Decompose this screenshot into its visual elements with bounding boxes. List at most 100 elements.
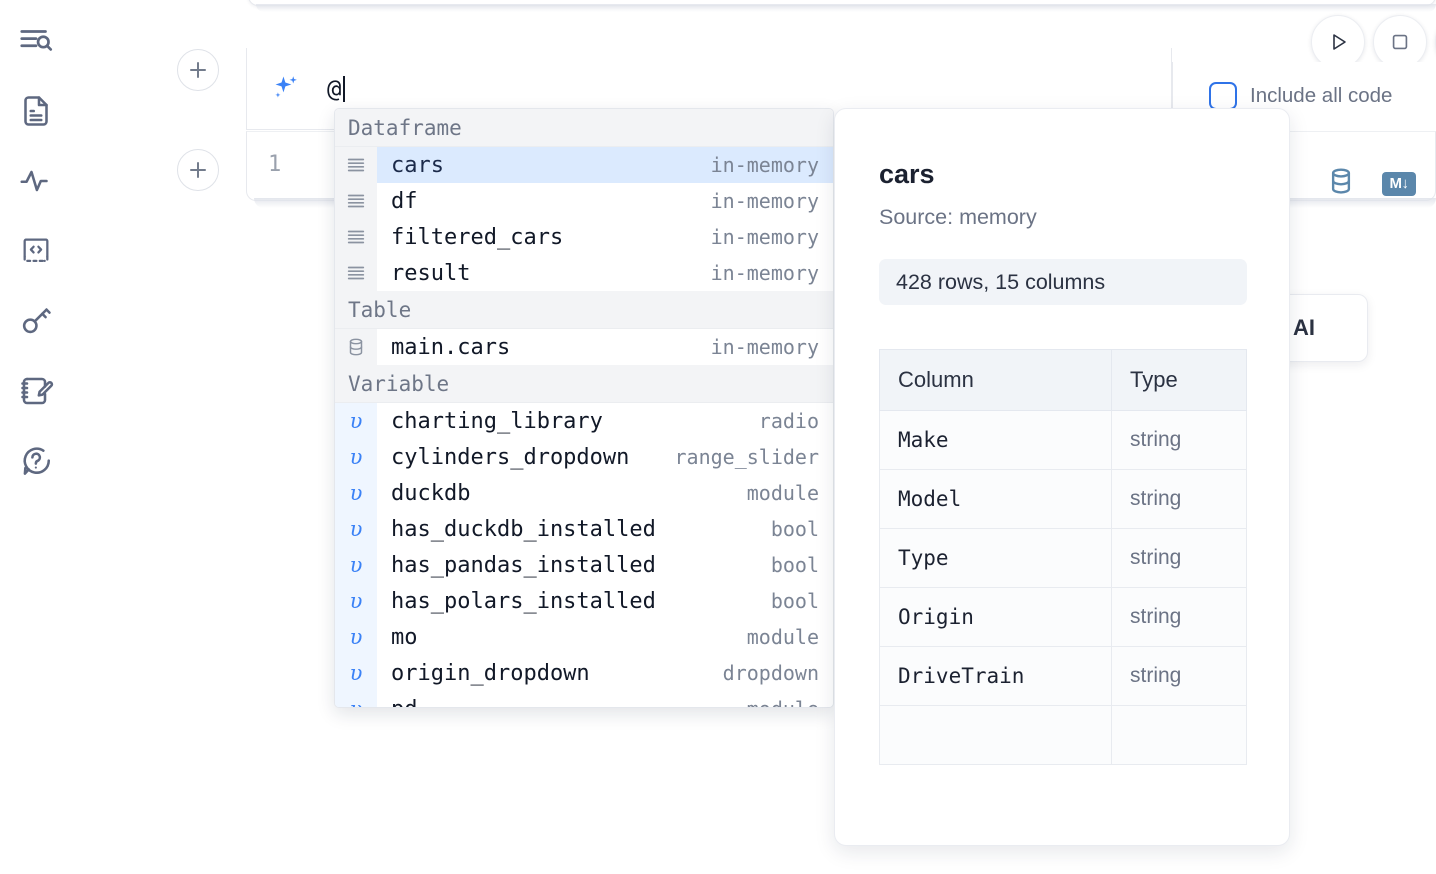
variable-icon: υ bbox=[335, 403, 377, 439]
column-type-cell: string bbox=[1111, 469, 1247, 529]
variable-icon: υ bbox=[335, 547, 377, 583]
variable-icon: υ bbox=[335, 583, 377, 619]
autocomplete-item[interactable]: result in-memory bbox=[335, 255, 833, 291]
autocomplete-item-name: cars bbox=[377, 147, 711, 183]
left-icon-rail bbox=[0, 0, 72, 874]
autocomplete-group-header: Variable bbox=[335, 365, 833, 403]
autocomplete-item[interactable]: υpdmodule bbox=[335, 691, 833, 707]
column-type-cell: string bbox=[1111, 587, 1247, 647]
column-name-cell bbox=[879, 705, 1112, 765]
autocomplete-item-name: origin_dropdown bbox=[377, 655, 723, 691]
dataframe-icon bbox=[335, 183, 377, 219]
autocomplete-item[interactable]: filtered_cars in-memory bbox=[335, 219, 833, 255]
detail-title: cars bbox=[879, 159, 935, 189]
include-all-code-label: Include all code bbox=[1250, 84, 1393, 107]
activity-icon[interactable] bbox=[12, 156, 60, 206]
detail-source: Source: memory bbox=[879, 205, 1037, 229]
column-type-cell: string bbox=[1111, 528, 1247, 588]
autocomplete-item-name: has_duckdb_installed bbox=[377, 511, 771, 547]
column-name-cell: Type bbox=[879, 528, 1112, 588]
autocomplete-item-name: cylinders_dropdown bbox=[377, 439, 675, 475]
code-snippet-icon[interactable] bbox=[12, 226, 60, 276]
table-row bbox=[879, 705, 1247, 765]
help-chat-icon[interactable] bbox=[12, 436, 60, 486]
autocomplete-item-kind: dropdown bbox=[722, 655, 833, 691]
autocomplete-item-kind: in-memory bbox=[710, 225, 819, 249]
column-name-cell: Model bbox=[879, 469, 1112, 529]
ai-prompt-value: @ bbox=[327, 74, 342, 103]
ai-prompt-input[interactable]: @ bbox=[327, 72, 345, 106]
autocomplete-item-name: has_polars_installed bbox=[377, 583, 771, 619]
variable-icon: υ bbox=[335, 655, 377, 691]
autocomplete-item-kind: in-memory bbox=[710, 261, 819, 285]
autocomplete-item-kind: in-memory bbox=[710, 147, 833, 183]
column-header: Type bbox=[1111, 349, 1247, 411]
add-cell-below-button[interactable] bbox=[177, 149, 219, 191]
previous-cell-shadow bbox=[256, 4, 1436, 12]
autocomplete-item-kind: bool bbox=[770, 547, 833, 583]
autocomplete-item-name: has_pandas_installed bbox=[377, 547, 771, 583]
markdown-icon[interactable]: M↓ bbox=[1382, 171, 1416, 196]
run-button[interactable] bbox=[1311, 15, 1365, 69]
column-name-cell: Make bbox=[879, 410, 1112, 470]
stop-button[interactable] bbox=[1373, 15, 1427, 69]
column-name-cell: Origin bbox=[879, 587, 1112, 647]
detail-shape-badge: 428 rows, 15 columns bbox=[879, 259, 1247, 305]
table-database-icon bbox=[335, 329, 377, 365]
sparkle-icon bbox=[269, 72, 303, 106]
autocomplete-item-name: mo bbox=[377, 619, 747, 655]
column-header: Column bbox=[879, 349, 1112, 411]
include-all-code-checkbox[interactable] bbox=[1209, 82, 1237, 110]
explore-outline-icon[interactable] bbox=[12, 16, 60, 66]
run-controls: Include all code bbox=[1172, 0, 1436, 130]
text-caret bbox=[342, 75, 345, 102]
variable-icon: υ bbox=[335, 511, 377, 547]
variable-icon: υ bbox=[335, 691, 377, 707]
autocomplete-item-kind: in-memory bbox=[710, 335, 819, 359]
autocomplete-item-kind: radio bbox=[758, 403, 833, 439]
autocomplete-item-kind: range_slider bbox=[674, 439, 833, 475]
line-number: 1 bbox=[268, 152, 282, 177]
key-icon[interactable] bbox=[12, 296, 60, 346]
autocomplete-item-name: result bbox=[391, 260, 471, 286]
autocomplete-item-kind: module bbox=[746, 619, 833, 655]
autocomplete-item-kind: in-memory bbox=[710, 189, 819, 213]
variable-icon: υ bbox=[335, 439, 377, 475]
variable-icon: υ bbox=[335, 475, 377, 511]
file-document-icon[interactable] bbox=[12, 86, 60, 136]
scratchpad-edit-icon[interactable] bbox=[12, 366, 60, 416]
autocomplete-item-name: filtered_cars bbox=[391, 224, 564, 250]
database-icon[interactable] bbox=[1326, 166, 1356, 201]
dataframe-icon bbox=[335, 219, 377, 255]
autocomplete-item-name: duckdb bbox=[377, 475, 747, 511]
autocomplete-item-name: charting_library bbox=[377, 403, 759, 439]
autocomplete-group-header: Dataframe bbox=[335, 109, 833, 147]
autocomplete-item-kind: bool bbox=[770, 583, 833, 619]
autocomplete-item-kind: bool bbox=[770, 511, 833, 547]
add-cell-above-button[interactable] bbox=[177, 49, 219, 91]
autocomplete-item-name: pd bbox=[377, 691, 747, 707]
autocomplete-item-kind: module bbox=[746, 691, 833, 707]
column-type-cell: string bbox=[1111, 410, 1247, 470]
column-type-cell bbox=[1111, 705, 1247, 765]
dataframe-detail-panel: cars Source: memory 428 rows, 15 columns… bbox=[834, 108, 1290, 846]
